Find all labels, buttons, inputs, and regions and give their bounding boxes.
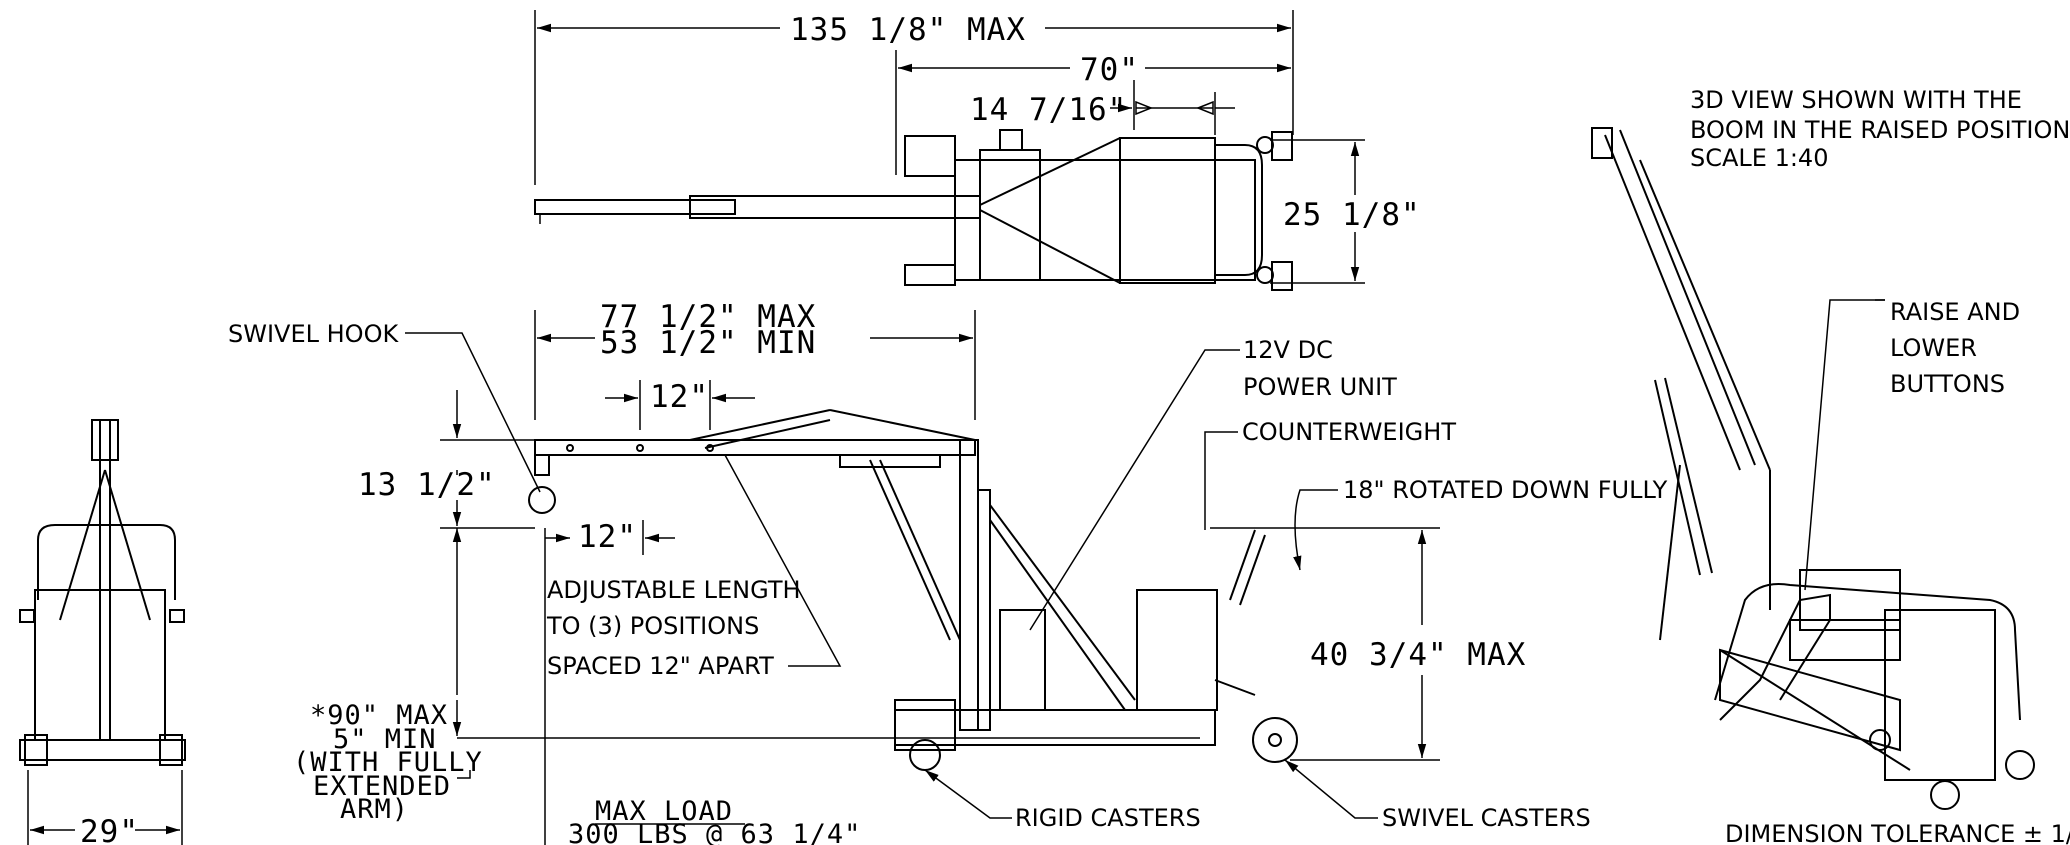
dim-top-mid: 70" [1080, 52, 1139, 88]
dim-boom-step-bottom: 12" [578, 519, 637, 555]
dim-height-note-2: EXTENDED [313, 771, 451, 802]
label-rigid-casters: RIGID CASTERS [1015, 804, 1201, 832]
max-load-value: 300 LBS @ 63 1/4" [568, 819, 861, 845]
dim-height-note-1: (WITH FULLY [293, 747, 483, 778]
label-swivel-casters: SWIVEL CASTERS [1382, 804, 1591, 832]
view-note-2: BOOM IN THE RAISED POSITION [1690, 116, 2070, 144]
label-adjustable-1: ADJUSTABLE LENGTH [547, 576, 801, 604]
dim-height-max: *90" MAX [310, 700, 448, 731]
buttons-note-2: LOWER [1890, 334, 1977, 362]
label-swivel-hook: SWIVEL HOOK [228, 320, 399, 348]
max-load-title: MAX LOAD [595, 796, 733, 827]
side-view [405, 310, 1440, 845]
dim-height-note-3: ARM) [340, 794, 409, 825]
dim-top-width: 25 1/8" [1283, 197, 1421, 233]
dim-reach-min: 53 1/2" MIN [600, 325, 816, 361]
top-view [534, 10, 1365, 291]
tolerance-note: DIMENSION TOLERANCE ± 1/4" [1725, 820, 2070, 845]
dim-hook-drop: 13 1/2" [358, 467, 496, 503]
dim-handle-height: 40 3/4" MAX [1310, 637, 1526, 673]
isometric-view [1591, 127, 2035, 810]
label-rotated: 18" ROTATED DOWN FULLY [1343, 476, 1668, 504]
buttons-note-3: BUTTONS [1890, 370, 2005, 398]
label-power-unit-2: POWER UNIT [1243, 373, 1397, 401]
dim-base-width: 29" [80, 814, 139, 845]
front-view [19, 419, 186, 845]
dim-top-short: 14 7/16" [970, 92, 1127, 128]
dim-reach-max: 77 1/2" MAX [600, 299, 816, 335]
dim-boom-step-top: 12" [650, 379, 709, 415]
label-counterweight: COUNTERWEIGHT [1242, 418, 1456, 446]
buttons-note-1: RAISE AND [1890, 298, 2020, 326]
label-adjustable-3: SPACED 12" APART [547, 652, 774, 680]
label-adjustable-2: TO (3) POSITIONS [546, 612, 759, 640]
dim-height-min: 5" MIN [333, 724, 437, 755]
dim-top-length: 135 1/8" MAX [790, 12, 1026, 48]
label-power-unit-1: 12V DC [1243, 336, 1333, 364]
view-note-1: 3D VIEW SHOWN WITH THE [1690, 86, 2022, 114]
view-note-3: SCALE 1:40 [1690, 144, 1828, 172]
